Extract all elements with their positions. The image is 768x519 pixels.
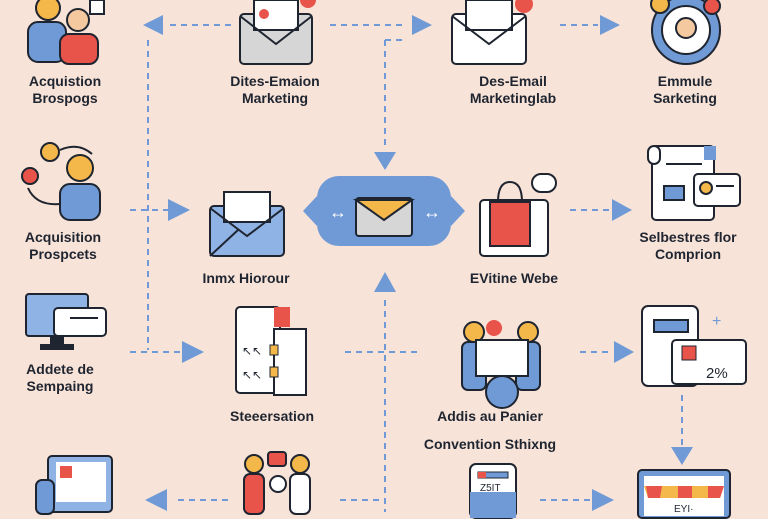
label-line: Addete de bbox=[26, 361, 94, 377]
checklist-document-icon: ↖↖ ↖↖ bbox=[234, 305, 310, 402]
label-line: Selbestres flor bbox=[639, 229, 737, 245]
people-chat-icon bbox=[240, 450, 316, 517]
envelope-icon bbox=[450, 0, 533, 71]
phone-screen-text: Z5IT bbox=[480, 483, 501, 494]
arrow-right bbox=[612, 199, 632, 221]
arrow-down bbox=[671, 447, 693, 465]
node-steeersation: Steeersation bbox=[229, 408, 315, 424]
node-vitrine: EVitine Webe bbox=[469, 270, 559, 286]
svg-text:↔: ↔ bbox=[329, 202, 347, 222]
arrow-up bbox=[374, 272, 396, 292]
label-line: Marketing bbox=[241, 90, 309, 106]
laptop-cart-icon bbox=[34, 454, 114, 519]
people-icon bbox=[20, 0, 105, 70]
promo-document-icon: +2% bbox=[638, 302, 750, 393]
label-line: Des-Email bbox=[479, 73, 547, 89]
svg-text:↖↖: ↖↖ bbox=[242, 368, 262, 382]
monitor-chat-icon bbox=[24, 292, 110, 359]
arrow-right bbox=[412, 15, 432, 35]
label-line: Dites-Emaion bbox=[230, 73, 320, 89]
document-chat-icon bbox=[646, 144, 744, 229]
inbox-envelope-icon bbox=[208, 191, 286, 263]
team-cart-icon bbox=[458, 320, 548, 417]
label-line: Emmule bbox=[657, 73, 713, 89]
arrow-right bbox=[592, 489, 614, 511]
arrow-left bbox=[143, 15, 163, 35]
arrow-right bbox=[600, 15, 620, 35]
arrow-right bbox=[168, 199, 190, 221]
label-line: Sempaing bbox=[26, 378, 94, 394]
label-line: Acquistion bbox=[28, 73, 102, 89]
store-sign: EYI· bbox=[674, 504, 693, 515]
label-line: Comprion bbox=[654, 246, 722, 262]
target-audience-icon bbox=[648, 0, 724, 73]
arrow-right bbox=[182, 341, 204, 363]
email-hub: ↔↔ bbox=[303, 176, 465, 251]
phone-icon: Z5IT bbox=[468, 462, 518, 519]
shopping-bag-icon bbox=[478, 172, 558, 263]
svg-text:+: + bbox=[712, 313, 721, 330]
arrow-left bbox=[145, 489, 167, 511]
label-line: Acquisition bbox=[24, 229, 102, 245]
label-line: Prospcets bbox=[29, 246, 97, 262]
label-line: Brospogs bbox=[32, 90, 98, 106]
promo-badge: 2% bbox=[706, 365, 728, 382]
node-panier: Addis au Panier bbox=[437, 408, 543, 424]
envelope-icon bbox=[238, 0, 316, 71]
arrow-down bbox=[374, 152, 396, 170]
svg-text:↔: ↔ bbox=[423, 202, 441, 222]
arrow-right bbox=[614, 341, 634, 363]
node-inbox: Inmx Hiorour bbox=[202, 270, 290, 286]
label-line: Marketinglab bbox=[469, 90, 557, 106]
svg-text:↖↖: ↖↖ bbox=[242, 344, 262, 358]
node-convention: Convention Sthixng bbox=[423, 436, 557, 452]
label-line: Sarketing bbox=[653, 90, 717, 106]
storefront-icon: EYI· bbox=[636, 468, 732, 519]
prospect-person-icon bbox=[20, 140, 110, 227]
